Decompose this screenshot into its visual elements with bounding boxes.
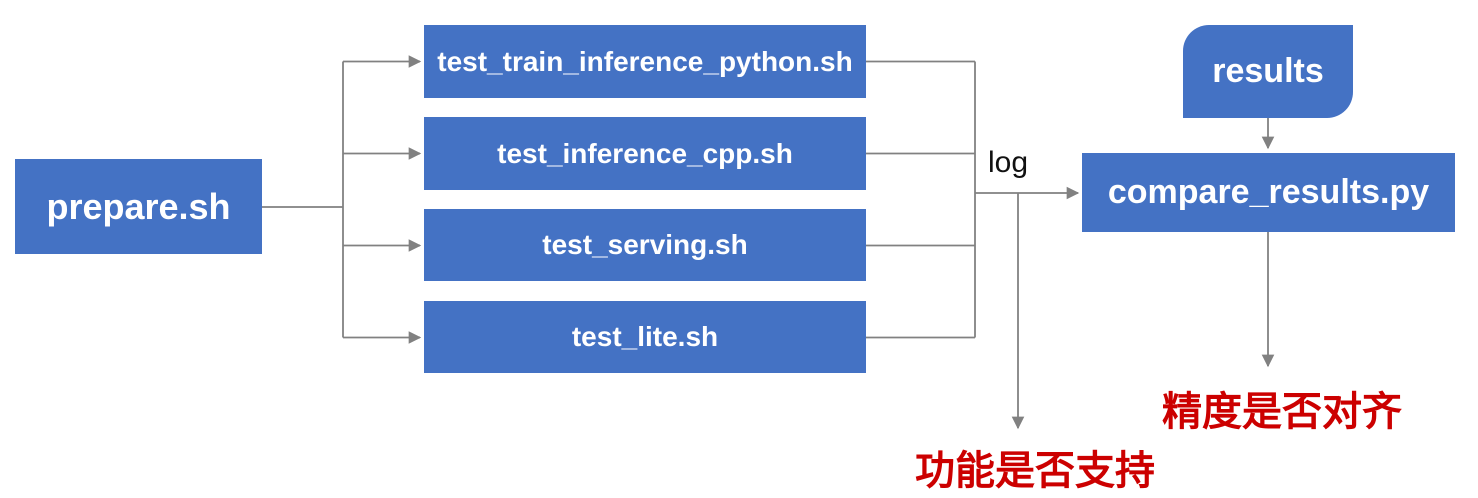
node-prepare-sh-label: prepare.sh <box>46 185 231 227</box>
node-test-inference-cpp-label: test_inference_cpp.sh <box>497 137 793 169</box>
node-test-lite: test_lite.sh <box>424 301 866 373</box>
precision-aligned-annotation: 精度是否对齐 <box>1162 390 1402 434</box>
node-test-train-inference-python-label: test_train_inference_python.sh <box>437 45 853 77</box>
node-compare-results-py-label: compare_results.py <box>1107 173 1430 211</box>
node-prepare-sh: prepare.sh <box>15 159 262 254</box>
node-test-train-inference-python: test_train_inference_python.sh <box>424 25 866 98</box>
node-test-lite-label: test_lite.sh <box>571 321 719 352</box>
log-label: log <box>988 146 1029 179</box>
feature-support-annotation: 功能是否支持 <box>915 449 1155 493</box>
node-results: results <box>1183 25 1353 118</box>
node-test-inference-cpp: test_inference_cpp.sh <box>424 117 866 190</box>
node-compare-results-py: compare_results.py <box>1082 153 1455 232</box>
node-test-serving: test_serving.sh <box>424 209 866 281</box>
node-results-label: results <box>1212 52 1324 90</box>
node-test-serving-label: test_serving.sh <box>542 229 748 260</box>
